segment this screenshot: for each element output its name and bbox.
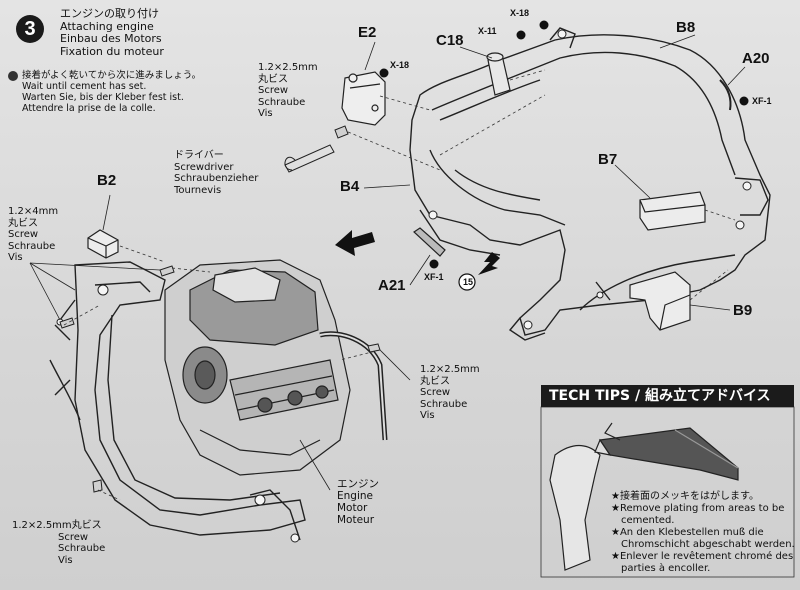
screw-b2-de: Schraube <box>8 240 56 252</box>
screw-callout-b2: 1.2×4mm 丸ビス Screw Schraube Vis <box>8 206 58 264</box>
step-title: エンジンの取り付け Attaching engine Einbau des Mo… <box>60 7 164 58</box>
engine-callout: エンジン Engine Motor Moteur <box>337 478 379 526</box>
part-e2-drawing <box>341 71 386 126</box>
paint-code-x11: X-11 <box>478 26 497 36</box>
step-title-en: Attaching engine <box>60 19 154 33</box>
paint-code-x18-frame: X-18 <box>510 8 530 18</box>
paint-code-xf1-a20: XF-1 <box>752 96 772 106</box>
screw-callout-bottom: 1.2×2.5mm丸ビス Screw Schraube Vis <box>12 520 105 566</box>
part-a21-drawing <box>413 227 446 257</box>
screwdriver-de: Schraubenzieher <box>174 173 259 184</box>
screw-b2-ja: 丸ビス <box>8 217 38 229</box>
tech-tip-fr-2: parties à encoller. <box>621 563 711 574</box>
screw-b2-fr: Vis <box>8 252 23 263</box>
tech-tip-en-1: ★Remove plating from areas to be <box>611 503 785 514</box>
screw-right-size: 1.2×2.5mm <box>420 364 480 375</box>
paint-code-xf1-a21: XF-1 <box>424 272 444 282</box>
cement-warning-icon <box>8 71 18 81</box>
cement-note-de: Warten Sie, bis der Kleber fest ist. <box>22 92 184 103</box>
screw-drawings <box>59 125 381 493</box>
screw-callout-top: 1.2×2.5mm 丸ビス Screw Schraube Vis <box>258 62 318 120</box>
screw-bottom-en: Screw <box>58 531 89 543</box>
tech-tips-text: ★接着面のメッキをはがします。 ★Remove plating from are… <box>611 491 795 575</box>
paint-code-x18-e2: X-18 <box>390 60 410 70</box>
screwdriver-drawing <box>284 144 335 173</box>
engine-ja: エンジン <box>337 478 379 490</box>
part-b7-drawing <box>639 191 706 231</box>
label-b2: B2 <box>97 172 117 189</box>
label-c18: C18 <box>436 32 464 49</box>
screw-bottom-fr: Vis <box>58 554 73 566</box>
step-title-fr: Fixation du moteur <box>60 44 164 58</box>
screw-top-de: Schraube <box>258 96 306 108</box>
part-b2-drawing <box>87 229 119 259</box>
screw-top-en: Screw <box>258 85 289 96</box>
label-a21: A21 <box>378 277 406 294</box>
screw-right-en: Screw <box>420 387 451 398</box>
screwdriver-en: Screwdriver <box>174 161 234 173</box>
step-number-badge: 3 <box>16 15 44 43</box>
screw-top-ja: 丸ビス <box>258 73 288 85</box>
tech-tip-ja: ★接着面のメッキをはがします。 <box>611 491 759 502</box>
screw-bottom-de: Schraube <box>58 543 106 554</box>
cement-note-en: Wait until cement has set. <box>22 81 147 92</box>
screwdriver-fr: Tournevis <box>174 184 222 196</box>
screw-callout-right: 1.2×2.5mm 丸ビス Screw Schraube Vis <box>420 364 480 422</box>
screw-right-de: Schraube <box>420 398 468 410</box>
step15-circle <box>458 273 476 291</box>
step-ref-number: 15 <box>463 277 474 287</box>
label-b8: B8 <box>676 19 696 36</box>
screw-top-fr: Vis <box>258 108 273 119</box>
frame-lower-drawing <box>49 261 306 541</box>
tech-tip-de-2: Chromschicht abgeschabt werden. <box>621 539 795 550</box>
label-b7: B7 <box>598 151 618 168</box>
direction-arrow-step15 <box>478 252 500 275</box>
step-title-ja: エンジンの取り付け <box>60 7 159 20</box>
cement-note-fr: Attendre la prise de la colle. <box>22 103 156 114</box>
part-b9-drawing <box>629 271 691 331</box>
step-title-de: Einbau des Motors <box>60 32 162 45</box>
engine-de: Motor <box>337 502 368 514</box>
part-a20-drawing <box>719 79 732 111</box>
tech-tips-header: TECH TIPS / 組み立てアドバイス <box>541 385 794 407</box>
screw-bottom-size: 1.2×2.5mm丸ビス <box>12 520 102 531</box>
part-c18-drawing <box>486 52 511 96</box>
frame-upper-drawing <box>409 27 771 341</box>
screw-b2-size: 1.2×4mm <box>8 206 59 217</box>
tech-tip-fr-1: ★Enlever le revêtement chromé des <box>611 551 794 562</box>
label-b9: B9 <box>733 302 753 319</box>
cement-note: 接着がよく乾いてから次に進みましょう。 Wait until cement ha… <box>22 70 201 114</box>
screw-right-fr: Vis <box>420 410 435 421</box>
tech-tips-drawing <box>549 422 739 571</box>
label-b4: B4 <box>340 178 360 195</box>
engine-fr: Moteur <box>337 514 375 526</box>
engine-drawing <box>164 259 388 476</box>
label-a20: A20 <box>742 50 770 67</box>
tech-tip-de-1: ★An den Klebestellen muß die <box>611 527 764 538</box>
screw-b2-en: Screw <box>8 229 39 240</box>
screw-right-ja: 丸ビス <box>420 375 450 387</box>
screwdriver-callout: ドライバー Screwdriver Schraubenzieher Tourne… <box>174 150 258 196</box>
tech-tip-en-2: cemented. <box>621 515 675 526</box>
cement-note-ja: 接着がよく乾いてから次に進みましょう。 <box>22 70 202 81</box>
engine-en: Engine <box>337 490 373 502</box>
screw-top-size: 1.2×2.5mm <box>258 62 318 73</box>
screwdriver-ja: ドライバー <box>174 150 224 161</box>
label-e2: E2 <box>358 24 377 41</box>
direction-arrow-left <box>335 230 375 256</box>
